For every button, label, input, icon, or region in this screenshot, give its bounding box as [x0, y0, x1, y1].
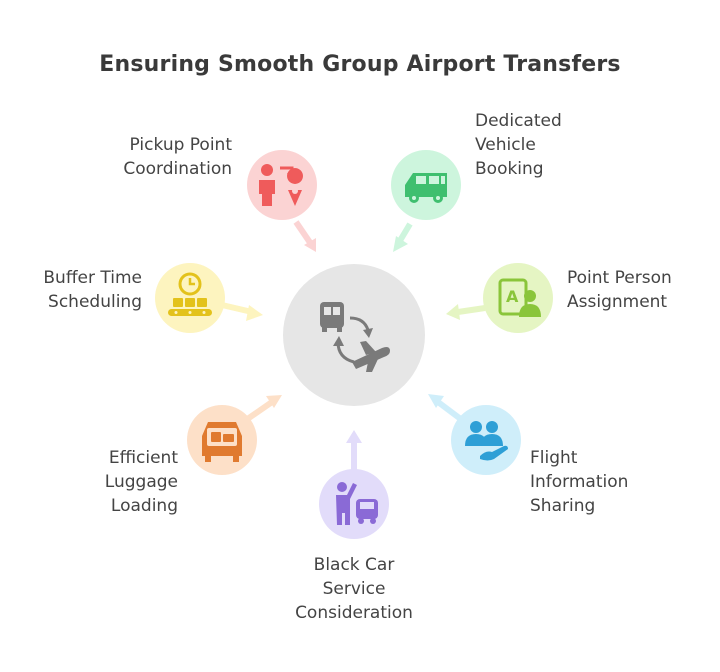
label-black-car: Black Car Service Consideration: [254, 553, 454, 625]
node-point-person: A: [483, 263, 553, 333]
node-luggage: [187, 405, 257, 475]
arrow-buffer: [221, 302, 263, 321]
label-line: Scheduling: [48, 292, 142, 312]
label-buffer: Buffer Time Scheduling: [43, 266, 142, 314]
arrow-vehicle: [393, 222, 413, 252]
clock-conveyor-icon: [168, 272, 212, 316]
label-line: Booking: [475, 159, 544, 179]
van-icon: [405, 173, 447, 203]
label-vehicle: Dedicated Vehicle Booking: [475, 109, 562, 181]
diagram-title: Ensuring Smooth Group Airport Transfers: [99, 52, 621, 77]
arrow-point-person: [446, 304, 486, 320]
label-line: Point Person: [567, 268, 672, 288]
people-hand-icon: [465, 421, 508, 461]
label-line: Coordination: [123, 159, 232, 179]
node-black-car: [319, 469, 389, 539]
hub-node: [283, 264, 425, 406]
label-luggage: Efficient Luggage Loading: [105, 446, 178, 518]
label-line: Buffer Time: [43, 268, 142, 288]
label-line: Consideration: [295, 603, 413, 623]
bus-to-airplane-icon: [320, 302, 390, 372]
arrow-pickup: [293, 220, 316, 252]
car-trunk-luggage-icon: [202, 422, 242, 462]
label-line: Pickup Point: [129, 135, 232, 155]
label-line: Sharing: [530, 496, 596, 516]
person-hailing-car-icon: [336, 482, 378, 525]
label-line: Vehicle: [475, 135, 536, 155]
person-location-icon: [259, 164, 304, 206]
label-line: Loading: [110, 496, 178, 516]
label-line: Information: [530, 472, 629, 492]
label-line: Luggage: [104, 472, 178, 492]
node-pickup: [247, 150, 317, 220]
label-line: Efficient: [108, 448, 178, 468]
label-line: Black Car: [313, 555, 395, 575]
label-point-person: Point Person Assignment: [567, 266, 672, 314]
label-line: Service: [322, 579, 386, 599]
arrow-black-car: [346, 430, 362, 472]
label-line: Dedicated: [475, 111, 562, 131]
svg-text:A: A: [506, 287, 519, 306]
label-line: Assignment: [567, 292, 668, 312]
id-card-person-icon: A: [498, 278, 541, 317]
label-flight-info: Flight Information Sharing: [530, 446, 628, 518]
node-buffer: [155, 263, 225, 333]
label-pickup: Pickup Point Coordination: [123, 133, 232, 181]
connector-arrows: [221, 220, 486, 472]
arrow-flight-info: [428, 394, 464, 423]
node-vehicle: [391, 150, 461, 220]
node-flight-info: [451, 405, 521, 475]
arrow-luggage: [244, 395, 282, 423]
label-line: Flight: [530, 448, 578, 468]
